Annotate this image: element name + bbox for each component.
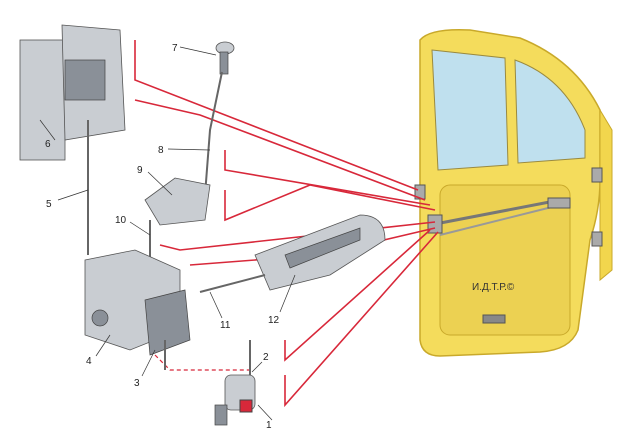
label-8: 8 <box>158 145 164 156</box>
label-11: 11 <box>220 320 231 331</box>
hinge-part-6 <box>19 24 126 161</box>
lock-button-part-7 <box>215 41 235 75</box>
label-7: 7 <box>172 43 178 54</box>
bracket-part-9 <box>144 177 211 226</box>
lock-part-4 <box>84 249 191 356</box>
rod-part-11 <box>199 274 266 293</box>
door-window-rear <box>514 59 586 164</box>
callouts: 1 2 3 4 5 6 7 8 9 10 11 12 <box>39 43 296 431</box>
label-10: 10 <box>115 215 127 226</box>
label-3: 3 <box>134 378 140 389</box>
lock-cylinder-part-1 <box>214 340 256 426</box>
label-9: 9 <box>137 165 143 176</box>
label-2: 2 <box>263 352 269 363</box>
label-12: 12 <box>268 315 280 326</box>
door-panel: И.Д.Т.Р.© <box>414 28 613 357</box>
door-window-front <box>431 49 509 171</box>
label-6: 6 <box>45 139 51 150</box>
handle-part-12 <box>254 214 386 291</box>
label-1: 1 <box>266 420 272 431</box>
label-4: 4 <box>86 356 92 367</box>
label-5: 5 <box>46 199 52 210</box>
watermark: И.Д.Т.Р.© <box>472 282 515 293</box>
rod-part-8 <box>204 71 223 196</box>
